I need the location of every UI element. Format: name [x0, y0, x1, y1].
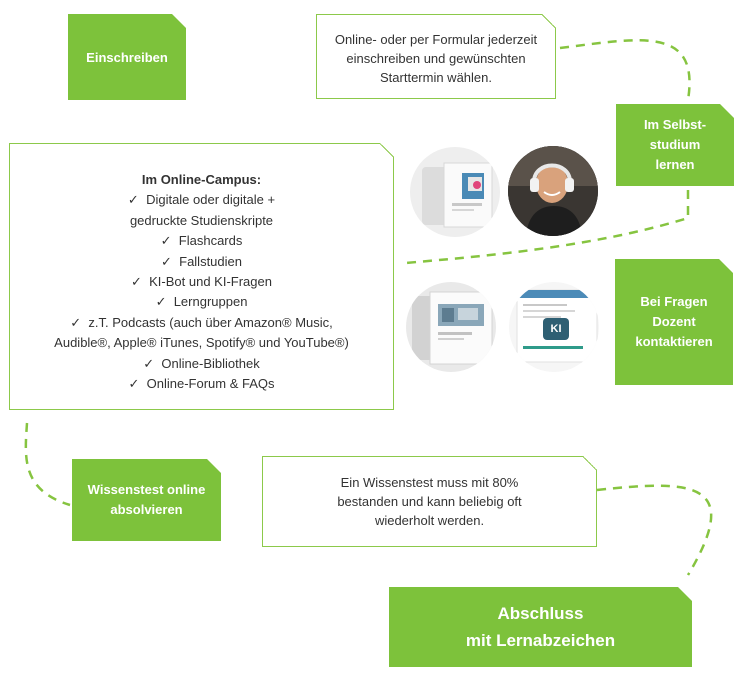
campus-item: ✓ KI-Bot und KI-Fragen	[10, 272, 393, 292]
step-enroll-label: Einschreiben	[86, 49, 168, 65]
step-enroll: Einschreiben	[68, 14, 186, 100]
ai-badge-icon: KI	[543, 318, 569, 340]
online-campus-card: Im Online-Campus: ✓ Digitale oder digita…	[9, 143, 394, 410]
step-self-study-line: Im Selbst-	[643, 117, 707, 132]
step-knowledge-test-line: Wissenstest online	[87, 482, 206, 497]
online-campus-title: Im Online-Campus:	[141, 172, 262, 187]
step-completion-line: Abschluss	[497, 604, 584, 623]
step-knowledge-test-line: absolvieren	[110, 502, 183, 517]
step-self-study: Im Selbst- studium lernen	[616, 104, 734, 186]
campus-item-text: Online-Forum & FAQs	[146, 376, 275, 392]
connector-enroll-to-study	[559, 39, 691, 101]
step-ask-tutor-line: Dozent	[652, 314, 696, 329]
enroll-note-line: Starttermin wählen.	[380, 70, 492, 85]
campus-item-text: Online-Bibliothek	[161, 355, 260, 371]
step-ask-tutor-line: Bei Fragen	[640, 294, 708, 309]
check-icon: ✓	[160, 233, 172, 249]
test-note-line: wiederholt werden.	[374, 513, 485, 528]
check-icon: ✓	[70, 314, 82, 330]
step-self-study-line: studium	[649, 137, 701, 152]
campus-item: ✓ Lerngruppen	[10, 292, 393, 312]
step-completion: Abschluss mit Lernabzeichen	[389, 587, 692, 667]
step-knowledge-test: Wissenstest online absolvieren	[72, 459, 221, 541]
check-icon: ✓	[143, 355, 155, 371]
check-icon: ✓	[160, 253, 172, 269]
connector-study-to-campus	[404, 190, 690, 265]
ai-badge-label: KI	[550, 323, 562, 335]
check-icon: ✓	[155, 294, 167, 310]
test-note: Ein Wissenstest muss mit 80% bestanden u…	[262, 456, 597, 547]
check-icon: ✓	[131, 274, 142, 290]
step-ask-tutor: Bei Fragen Dozent kontaktieren	[615, 259, 733, 385]
study-script-image	[410, 147, 500, 237]
enroll-note-line: einschreiben und gewünschten	[346, 51, 526, 66]
campus-item: ✓ Digitale oder digitale + gedruckte Stu…	[10, 190, 393, 231]
ai-bot-image: KI	[509, 282, 599, 372]
connector-test-to-completion	[596, 484, 713, 576]
campus-item: ✓ Flashcards	[10, 231, 393, 251]
campus-item: ✓ Fallstudien	[10, 252, 393, 272]
campus-item-text: Lerngruppen	[173, 294, 248, 310]
student-photo	[508, 146, 598, 236]
enroll-note: Online- oder per Formular jederzeit eins…	[316, 14, 556, 99]
check-icon: ✓	[127, 192, 139, 208]
enroll-note-line: Online- oder per Formular jederzeit	[334, 32, 538, 47]
campus-item: ✓ z.T. Podcasts (auch über Amazon® Music…	[10, 313, 393, 354]
step-completion-line: mit Lernabzeichen	[465, 631, 616, 650]
campus-item-text: Digitale oder digitale +	[146, 192, 276, 208]
step-self-study-line: lernen	[655, 157, 695, 172]
campus-item-text: KI-Bot und KI-Fragen	[149, 274, 272, 290]
check-icon: ✓	[128, 376, 140, 392]
campus-item-text: Fallstudien	[179, 253, 242, 269]
campus-item-text: Flashcards	[178, 233, 243, 249]
connector-campus-to-test	[24, 422, 71, 507]
campus-item: ✓ Online-Forum & FAQs	[10, 374, 393, 394]
test-note-line: Ein Wissenstest muss mit 80%	[340, 475, 519, 490]
campus-item-text: z.T. Podcasts (auch über Amazon® Music,	[88, 314, 333, 330]
step-ask-tutor-line: kontaktieren	[635, 334, 713, 349]
test-note-line: bestanden und kann beliebig oft	[337, 494, 522, 509]
campus-item-text: Audible®, Apple® iTunes, Spotify® und Yo…	[54, 335, 349, 351]
campus-item: ✓ Online-Bibliothek	[10, 354, 393, 374]
campus-item-text: gedruckte Studienskripte	[129, 212, 274, 228]
course-script-image	[406, 282, 496, 372]
